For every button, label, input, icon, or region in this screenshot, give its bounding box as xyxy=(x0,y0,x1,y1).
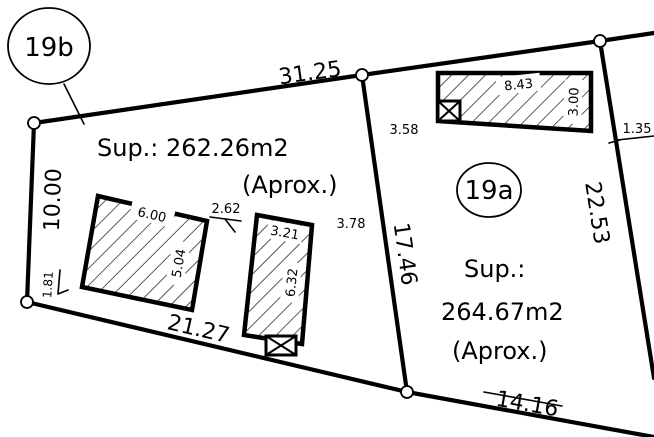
lot-19b-id-circle: 19b xyxy=(7,7,91,85)
lot-19b-id: 19b xyxy=(24,33,74,63)
building-1-height-label: 5.04 xyxy=(170,248,190,279)
building-3-width-label: 8.43 xyxy=(503,77,533,95)
building-1-width-label: 6.00 xyxy=(136,205,168,226)
vertex-marker xyxy=(27,116,41,130)
lot-19a-area-title: Sup.: xyxy=(464,255,525,283)
dim-right-edge-small: 1.35 xyxy=(623,122,652,137)
building-3-offset-label: 3.58 xyxy=(390,123,419,138)
lot-boundaries xyxy=(24,30,654,437)
boundary-left xyxy=(24,120,37,305)
building-3 xyxy=(435,70,594,134)
boundary-bottom-left xyxy=(24,299,410,395)
lot-19a-id-circle: 19a xyxy=(456,162,522,218)
corner-dim-arrow xyxy=(57,289,69,295)
boundary-top-right xyxy=(359,38,603,78)
vertex-marker xyxy=(593,34,607,48)
vertex-marker xyxy=(20,295,34,309)
dim-left-side: 10.00 xyxy=(40,168,67,232)
boundary-top-left xyxy=(31,72,365,126)
lot-19b-area-note: (Aprox.) xyxy=(242,171,338,199)
building-2 xyxy=(241,212,315,357)
corner-dim-line xyxy=(57,269,61,295)
boundary-right xyxy=(597,38,654,381)
building-2-gap-right-label: 3.78 xyxy=(337,217,366,232)
gap-left-tick xyxy=(224,218,236,233)
vertex-marker xyxy=(355,68,369,82)
lot-19a-area: 264.67m2 xyxy=(441,298,564,326)
boundary-top-extension xyxy=(597,30,654,44)
building-2-height-label: 6.32 xyxy=(284,267,302,297)
vertex-marker xyxy=(400,385,414,399)
building-2-width-label: 3.21 xyxy=(269,224,300,244)
lot-19b-area: Sup.: 262.26m2 xyxy=(97,134,289,162)
lot-19a-id: 19a xyxy=(464,176,513,206)
dim-top-left: 31.25 xyxy=(277,57,343,91)
boundary-divider xyxy=(359,72,410,395)
boundary-bottom-right xyxy=(404,389,654,437)
building-3-height-label: 3.00 xyxy=(567,87,583,116)
dim-bottom-right-underline xyxy=(483,391,563,407)
dim-corner-small: 1.81 xyxy=(40,271,56,299)
dim-right-side: 22.53 xyxy=(579,180,614,246)
lot-19a-area-note: (Aprox.) xyxy=(452,337,548,365)
right-edge-dim-line xyxy=(616,135,654,141)
building-2-gap-left-label: 2.62 xyxy=(212,202,241,217)
right-edge-dim-leader xyxy=(608,139,621,144)
